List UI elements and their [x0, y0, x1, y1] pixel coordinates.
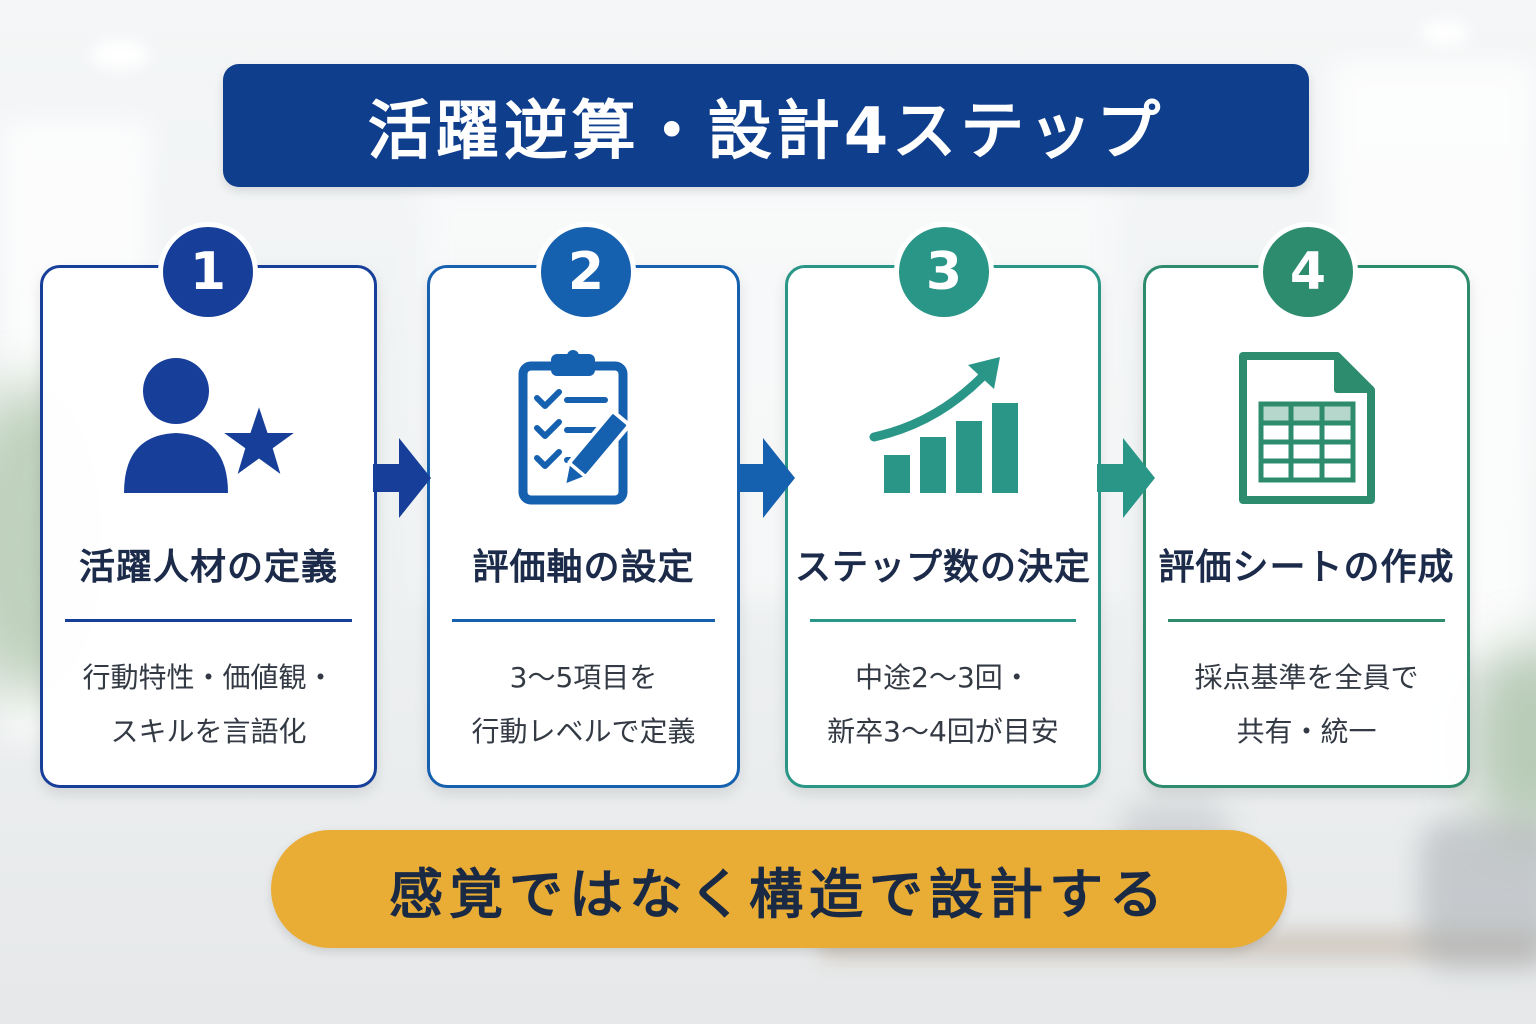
person-star-icon — [123, 358, 304, 493]
step-2-title: 評価軸の設定 — [472, 547, 695, 588]
arrow-right-icon — [373, 438, 431, 518]
step-2-description: 3～5項目を 行動レベルで定義 — [440, 651, 727, 759]
step-2-desc-line-1: 3～5項目を — [509, 661, 658, 694]
title-banner: 活躍逆算・設計4ステップ — [223, 64, 1309, 187]
page-title: 活躍逆算・設計4ステップ — [367, 94, 1165, 169]
step-4-number: 4 — [1289, 242, 1327, 302]
step-2-number: 2 — [567, 242, 605, 302]
step-1-description: 行動特性・価値観・ スキルを言語化 — [53, 651, 364, 759]
footer-banner: 感覚ではなく構造で設計する — [271, 830, 1287, 948]
step-1-desc-line-2: スキルを言語化 — [110, 715, 307, 748]
step-3-description: 中途2～3回・ 新卒3～4回が目安 — [798, 651, 1088, 759]
arrow-right-icon — [1097, 438, 1155, 518]
step-4-card: 評価シートの作成 採点基準を全員で 共有・統一 — [1143, 265, 1470, 788]
step-3-divider — [810, 619, 1076, 622]
step-1-card: 活躍人材の定義 行動特性・価値観・ スキルを言語化 — [40, 265, 377, 788]
step-3-title: ステップ数の決定 — [794, 547, 1091, 588]
step-1-desc-line-1: 行動特性・価値観・ — [82, 661, 335, 694]
step-2-desc-line-2: 行動レベルで定義 — [471, 715, 696, 748]
clipboard-checklist-icon — [518, 350, 630, 505]
step-1-number: 1 — [189, 242, 227, 302]
step-4-divider — [1168, 619, 1445, 622]
step-4-title: 評価シートの作成 — [1158, 547, 1455, 588]
step-4-desc-line-1: 採点基準を全員で — [1194, 661, 1419, 694]
step-4-description: 採点基準を全員で 共有・統一 — [1156, 651, 1457, 759]
step-1-divider — [65, 619, 352, 622]
step-3-card: ステップ数の決定 中途2～3回・ 新卒3～4回が目安 — [785, 265, 1101, 788]
footer-message: 感覚ではなく構造で設計する — [389, 862, 1169, 926]
step-2-divider — [452, 619, 715, 622]
step-2-badge: 2 — [536, 222, 636, 322]
step-3-badge: 3 — [894, 222, 994, 322]
step-4-badge: 4 — [1258, 222, 1358, 322]
step-3-desc-line-1: 中途2～3回・ — [855, 661, 1031, 694]
arrow-right-icon — [737, 438, 795, 518]
step-1-badge: 1 — [158, 222, 258, 322]
step-4-desc-line-2: 共有・統一 — [1236, 715, 1377, 748]
step-2-card: 評価軸の設定 3～5項目を 行動レベルで定義 — [427, 265, 740, 788]
growth-bar-chart-icon — [869, 357, 1018, 493]
step-3-number: 3 — [925, 242, 963, 302]
step-1-title: 活躍人材の定義 — [78, 547, 338, 588]
step-3-desc-line-2: 新卒3～4回が目安 — [827, 715, 1059, 748]
spreadsheet-icon — [1238, 352, 1375, 504]
